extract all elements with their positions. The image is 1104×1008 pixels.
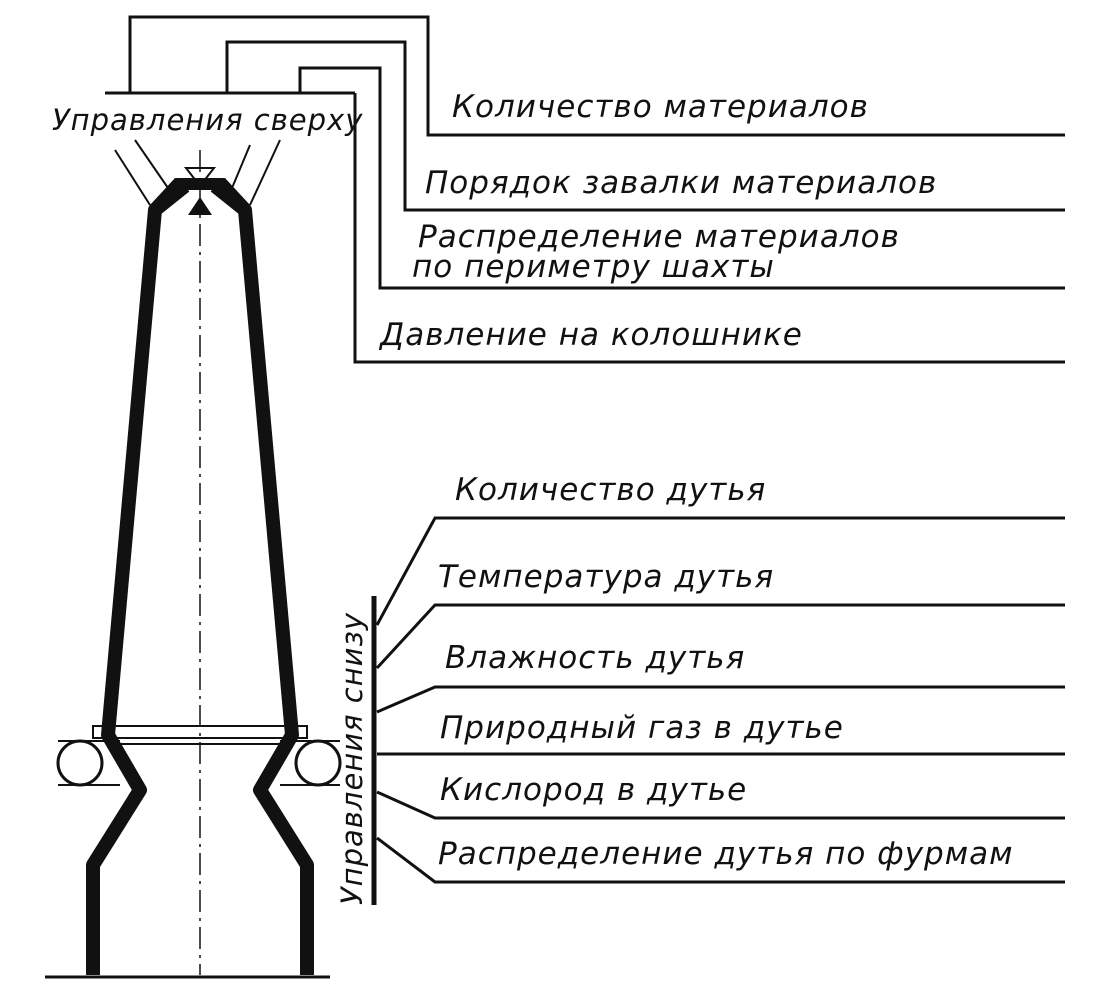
top-line-4 <box>353 93 1065 364</box>
bottom-item-label: Количество дутья <box>455 472 766 508</box>
top-group-label: Управления сверху <box>52 103 363 137</box>
bustle-pipe-right <box>294 739 342 787</box>
bottom-item-label: Кислород в дутье <box>440 772 747 808</box>
bottom-line-6 <box>376 836 1065 884</box>
top-item-label: по периметру шахты <box>412 249 775 285</box>
top-line-1 <box>128 15 1065 137</box>
bustle-pipe-left <box>56 739 104 787</box>
top-item-label: Распределение материалов <box>418 219 900 255</box>
bottom-item-label: Влажность дутья <box>445 640 745 676</box>
charging-line-left-outer <box>114 149 151 206</box>
bottom-line-3 <box>376 685 1065 714</box>
top-line-2 <box>225 40 1065 212</box>
bell-valve-icon <box>183 167 217 188</box>
furnace-left-wall <box>86 180 190 975</box>
charging-line-left-inner <box>134 139 169 189</box>
bottom-line-1 <box>375 516 1065 626</box>
bottom-item-label: Распределение дутья по фурмам <box>438 836 1013 872</box>
top-item-label: Порядок завалки материалов <box>425 165 937 201</box>
bottom-line-2 <box>375 603 1065 670</box>
bottom-line-5 <box>376 790 1065 820</box>
top-labels: Управления сверху Количество материалов … <box>52 89 937 353</box>
bottom-control-lines <box>371 516 1065 905</box>
top-item-label: Количество материалов <box>452 89 869 125</box>
furnace-right-wall <box>210 180 314 975</box>
bottom-item-label: Температура дутья <box>438 559 774 595</box>
bottom-group-label: Управления снизу <box>335 612 369 905</box>
bottom-labels: Управления снизу Количество дутья Темпер… <box>335 472 1013 905</box>
bustle-platform <box>92 725 308 739</box>
bell-valve-lower-icon <box>188 197 212 215</box>
charging-line-right-outer <box>249 139 281 206</box>
bottom-item-label: Природный газ в дутье <box>440 710 844 746</box>
top-line-3 <box>298 66 1065 290</box>
furnace <box>45 139 342 979</box>
furnace-top-cap <box>150 178 250 205</box>
top-item-label: Давление на колошнике <box>378 317 803 353</box>
charging-line-right-inner <box>231 144 251 189</box>
top-control-lines <box>105 15 1065 364</box>
